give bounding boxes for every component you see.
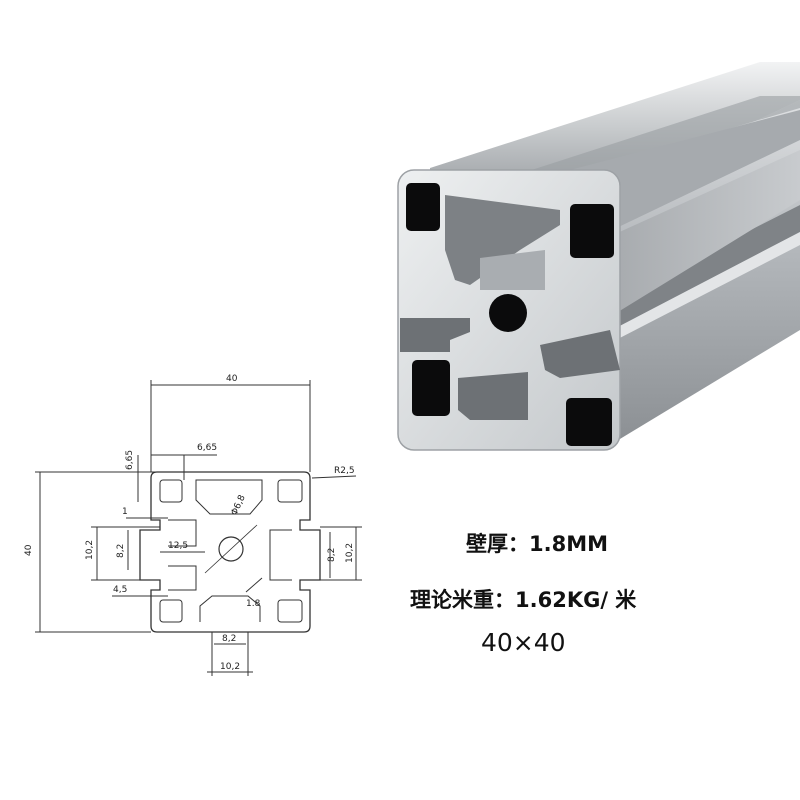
dim-slot-offset: 6,65: [197, 443, 217, 453]
dim-lip: 1: [122, 507, 128, 517]
spec-size: 40×40: [481, 628, 566, 657]
dim-slot-offset-v: 6,65: [125, 450, 135, 470]
dim-slot-inner-bottom: 8,2: [222, 634, 236, 644]
dim-width-top: 40: [226, 374, 238, 384]
extrusion-3d-render: [397, 62, 800, 451]
dim-height-left: 40: [24, 544, 34, 556]
dim-core: 12,5: [168, 541, 188, 551]
dim-slot-outer-right: 10,2: [345, 543, 355, 563]
dim-slot-outer-left: 10,2: [85, 540, 95, 560]
dim-slot-inner-left: 8,2: [116, 544, 126, 558]
dim-slot-outer-bottom: 10,2: [220, 662, 240, 672]
dim-radius: R2,5: [334, 466, 355, 476]
spec-unit-weight: 理论米重：1.62KG/ 米: [410, 588, 637, 612]
dim-slot-inner-right: 8,2: [327, 548, 337, 562]
spec-wall-thickness: 壁厚：1.8MM: [466, 532, 608, 556]
cross-section-drawing: [35, 380, 362, 676]
dim-wall: 1.8: [246, 599, 261, 609]
dimension-labels: 40 40 6,65 6,65 R2,5 Φ6,8 1 10,2 8,2 12,…: [24, 374, 355, 672]
dim-depth: 4,5: [113, 585, 127, 595]
profile-outline: [139, 471, 321, 633]
